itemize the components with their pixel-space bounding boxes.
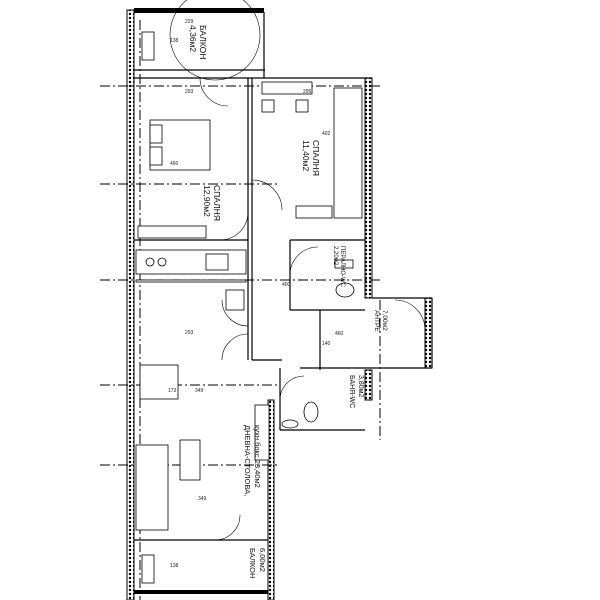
dimension-labels: 229 293 295 460 402 293 400 460 140 173 … [168, 19, 344, 569]
dimension-label: 229 [185, 19, 194, 25]
dimension-label: 295 [303, 89, 312, 95]
dining-table [139, 364, 179, 400]
dimension-label: 293 [185, 330, 194, 336]
furniture [135, 31, 363, 584]
sofa [135, 444, 169, 531]
dimension-label: 138 [170, 38, 179, 44]
wardrobe [137, 225, 207, 239]
room-labels: БАЛКОН4,36м2 СПАЛНЯ11,40м2 СПАЛНЯ12,90м2… [188, 25, 388, 578]
room-label-balcony-bottom: БАЛКОН6,00м2 [248, 548, 267, 578]
door-swings [169, 0, 426, 541]
exterior-walls [126, 8, 433, 600]
room-label-living-dining: ДНЕВНА-СТОЛОВА,кухн.бокс 23,40м2 [243, 425, 262, 496]
room-label-entrance: АНТРЕ7,00м2 [373, 310, 388, 332]
room-label-laundry-wc: 2,20м2ПЕРАЛНО-WC [332, 246, 345, 288]
room-label-bedroom-1: СПАЛНЯ12,90м2 [202, 185, 222, 221]
dimension-label: 349 [195, 388, 204, 394]
dimension-label: 400 [282, 282, 291, 288]
dimension-label: 460 [335, 331, 344, 337]
toilet [335, 282, 355, 298]
room-label-balcony-top: БАЛКОН4,36м2 [188, 25, 208, 59]
dimension-label: 138 [170, 563, 179, 569]
dimension-label: 402 [322, 131, 331, 137]
dimension-label: 293 [185, 89, 194, 95]
dimension-label: 460 [170, 161, 179, 167]
dimension-label: 349 [198, 496, 207, 502]
dimension-label: 173 [168, 388, 177, 394]
interior-walls [134, 12, 433, 600]
room-label-bedroom-2: СПАЛНЯ11,40м2 [301, 140, 321, 176]
dimension-label: 140 [322, 341, 331, 347]
